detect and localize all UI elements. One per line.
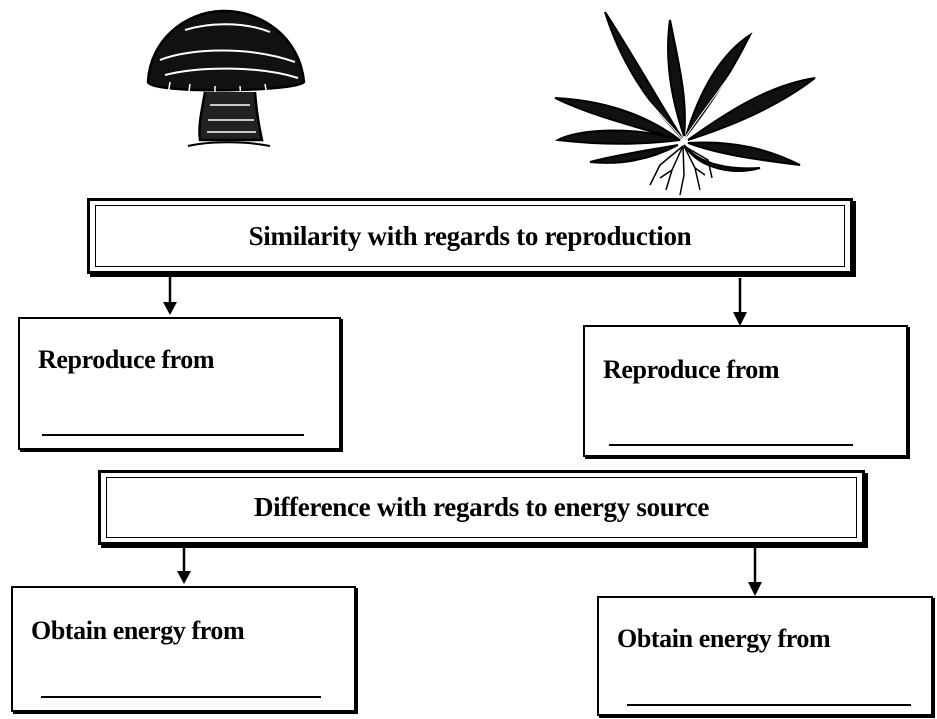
arrow-down-icon xyxy=(163,276,177,315)
arrow-down-icon xyxy=(733,278,747,326)
energy-left-blank[interactable] xyxy=(41,696,321,698)
arrow-down-icon xyxy=(177,545,191,584)
reproduce-left-box: Reproduce from xyxy=(18,317,341,450)
energy-right-box: Obtain energy from xyxy=(597,596,933,716)
similarity-heading: Similarity with regards to reproduction xyxy=(248,220,692,251)
energy-left-box: Obtain energy from xyxy=(11,586,356,712)
energy-right-blank[interactable] xyxy=(627,704,911,706)
fern-plant-icon xyxy=(554,11,816,196)
energy-right-label: Obtain energy from xyxy=(617,624,831,653)
reproduce-right-box: Reproduce from xyxy=(583,325,908,457)
energy-left-label: Obtain energy from xyxy=(31,616,245,645)
difference-heading: Difference with regards to energy source xyxy=(253,492,710,522)
reproduce-right-label: Reproduce from xyxy=(603,355,780,384)
reproduce-left-label: Reproduce from xyxy=(38,345,215,374)
reproduce-right-blank[interactable] xyxy=(609,444,853,446)
difference-heading-box: Difference with regards to energy source xyxy=(98,470,865,545)
reproduce-left-blank[interactable] xyxy=(42,434,304,436)
mushroom-icon xyxy=(146,9,306,147)
similarity-heading-box: Similarity with regards to reproduction xyxy=(87,198,853,274)
arrow-down-icon xyxy=(748,545,762,596)
